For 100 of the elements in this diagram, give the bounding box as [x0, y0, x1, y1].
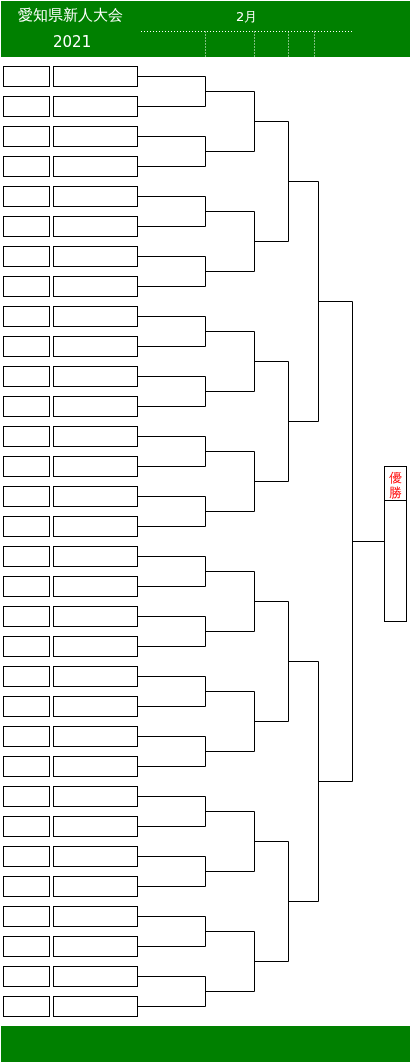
bracket-line: [205, 376, 255, 407]
bracket-line: [205, 616, 255, 647]
name-box: [53, 396, 138, 417]
champion-label: 優勝: [385, 467, 406, 501]
name-box: [53, 156, 138, 177]
name-box: [53, 486, 138, 507]
number-box: [3, 336, 50, 357]
bracket-line: [137, 136, 206, 137]
number-box: [3, 156, 50, 177]
name-box: [53, 666, 138, 687]
bracket-line: [205, 976, 255, 1007]
bracket-line: [205, 556, 255, 587]
name-box: [53, 276, 138, 297]
name-box: [53, 96, 138, 117]
number-box: [3, 876, 50, 897]
title-text: 愛知県新人大会: [18, 5, 123, 25]
bracket-line: [137, 886, 206, 887]
bracket-line: [205, 736, 255, 767]
bracket-line: [205, 436, 255, 467]
number-box: [3, 216, 50, 237]
bracket-line: [137, 916, 206, 917]
number-box: [3, 456, 50, 477]
bracket-line: [137, 226, 206, 227]
name-box: [53, 546, 138, 567]
bracket-line: [254, 811, 289, 872]
bracket-line: [288, 121, 319, 242]
bracket-line: [254, 571, 289, 632]
month-label: 2月: [236, 8, 258, 25]
bracket-line: [137, 796, 206, 797]
bracket-line: [205, 676, 255, 707]
bracket-line: [137, 406, 206, 407]
name-box: [53, 336, 138, 357]
number-box: [3, 606, 50, 627]
bracket-line: [205, 856, 255, 887]
bracket-line: [137, 106, 206, 107]
bracket-line: [352, 301, 385, 782]
name-box: [53, 966, 138, 987]
bracket-line: [137, 496, 206, 497]
name-box: [53, 786, 138, 807]
champion-box: [384, 466, 407, 622]
name-box: [53, 576, 138, 597]
name-box: [53, 66, 138, 87]
bracket-line: [137, 166, 206, 167]
bracket-line: [288, 601, 319, 722]
bracket-line: [137, 736, 206, 737]
number-box: [3, 516, 50, 537]
bracket-line: [137, 316, 206, 317]
bracket-line: [205, 916, 255, 947]
number-box: [3, 996, 50, 1017]
number-box: [3, 66, 50, 87]
number-box: [3, 936, 50, 957]
number-box: [3, 816, 50, 837]
name-box: [53, 636, 138, 657]
bracket-line: [137, 376, 206, 377]
bracket-line: [205, 196, 255, 227]
name-box: [53, 696, 138, 717]
bracket-line: [137, 946, 206, 947]
number-box: [3, 186, 50, 207]
bracket-line: [254, 931, 289, 992]
name-box: [53, 996, 138, 1017]
bracket-line: [137, 466, 206, 467]
name-box: [53, 456, 138, 477]
bracket-line: [137, 976, 206, 977]
bracket-line: [137, 256, 206, 257]
number-box: [3, 726, 50, 747]
number-box: [3, 366, 50, 387]
bracket-line: [137, 706, 206, 707]
bracket-line: [137, 286, 206, 287]
name-box: [53, 426, 138, 447]
name-box: [53, 876, 138, 897]
bracket-line: [137, 346, 206, 347]
bracket-line: [137, 826, 206, 827]
name-box: [53, 306, 138, 327]
number-box: [3, 756, 50, 777]
name-box: [53, 246, 138, 267]
bracket-line: [137, 646, 206, 647]
number-box: [3, 126, 50, 147]
bracket-line: [254, 331, 289, 392]
bracket-line: [318, 181, 353, 422]
name-box: [53, 126, 138, 147]
bracket-line: [205, 496, 255, 527]
number-box: [3, 246, 50, 267]
number-box: [3, 96, 50, 117]
bracket-line: [254, 691, 289, 752]
bracket-line: [137, 856, 206, 857]
name-box: [53, 906, 138, 927]
bracket-line: [288, 841, 319, 962]
number-box: [3, 906, 50, 927]
bracket-line: [137, 76, 206, 77]
number-box: [3, 846, 50, 867]
name-box: [53, 366, 138, 387]
bracket-line: [137, 196, 206, 197]
name-box: [53, 216, 138, 237]
bracket-line: [137, 586, 206, 587]
bracket-line: [318, 661, 353, 902]
bracket-line: [288, 361, 319, 482]
number-box: [3, 396, 50, 417]
bracket-line: [137, 766, 206, 767]
bracket-line: [205, 256, 255, 287]
number-box: [3, 696, 50, 717]
